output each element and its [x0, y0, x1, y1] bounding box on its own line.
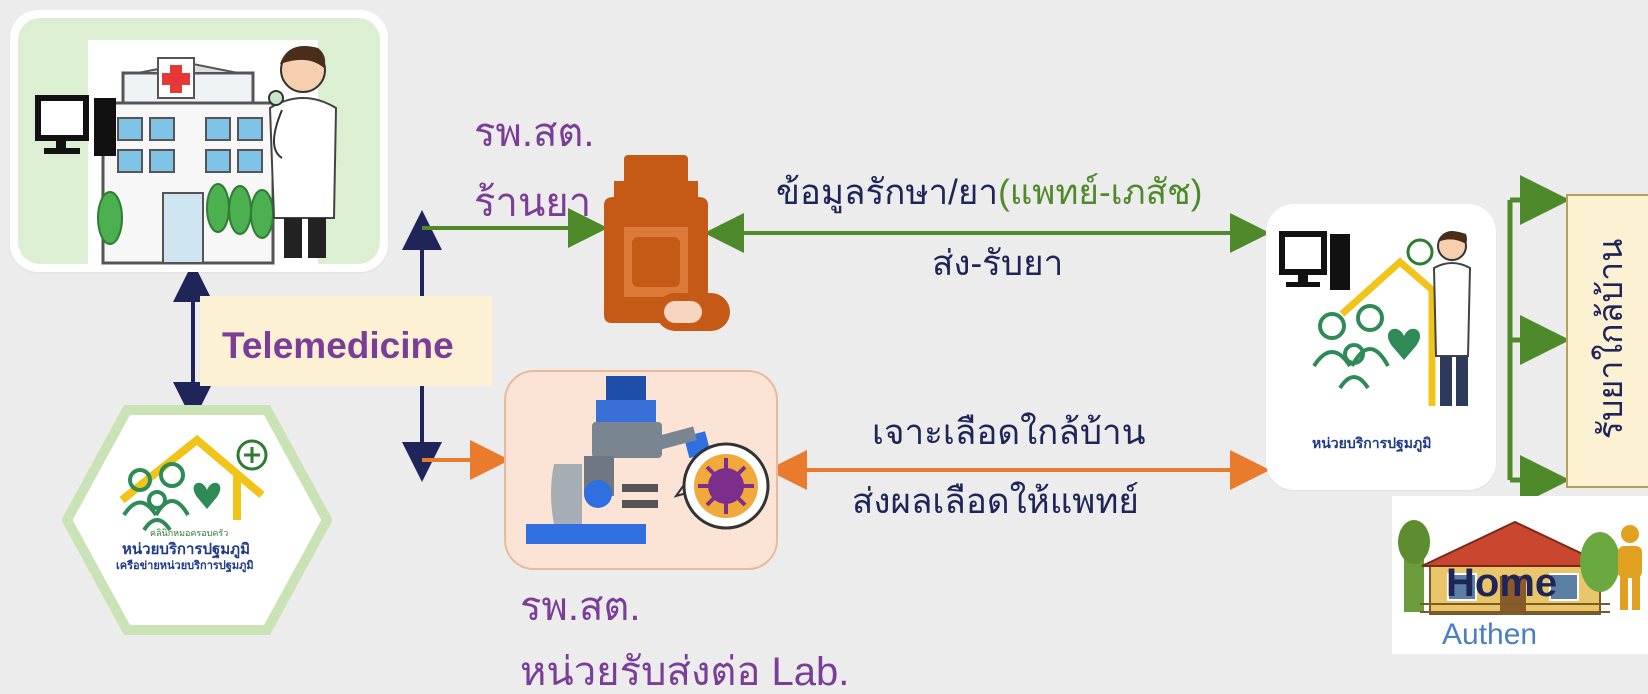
doctor-icon [268, 46, 338, 258]
person-icon [1618, 525, 1642, 610]
home-label: Home [1446, 561, 1558, 605]
pcu-right-icon [1279, 231, 1472, 406]
pcu-logo-small-text: คลินิกหมอครอบครัว [150, 528, 229, 538]
pickup-near-home-label: รับยาใกล้บ้าน [1592, 238, 1630, 440]
medicine-bottle-icon [604, 155, 730, 331]
telemedicine-label: Telemedicine [222, 325, 454, 366]
pcu-logo-main-text: หน่วยบริการปฐมภูมิ [122, 541, 250, 558]
computer-icon [35, 95, 116, 156]
pcu-logo-icon [61, 405, 333, 635]
rpst-pharmacy-line1: รพ.สต. [474, 111, 595, 155]
send-receive-drug-label: ส่ง-รับยา [932, 244, 1064, 283]
send-results-label: ส่งผลเลือดให้แพทย์ [852, 482, 1139, 521]
rpst-pharmacy-line2: ร้านยา [474, 181, 592, 225]
pcu-right-logo-text: หน่วยบริการปฐมภูมิ [1312, 435, 1432, 451]
telemedicine-box [200, 296, 492, 386]
doctor-icon-right [1432, 231, 1472, 406]
hospital-card [10, 10, 388, 272]
rpst-lab-line1: รพ.สต. [520, 585, 641, 629]
data-line-main-text: ข้อมูลรักษา/ยา [776, 173, 999, 212]
blood-draw-label: เจาะเลือดใกล้บ้าน [872, 413, 1146, 452]
house-icon [1398, 520, 1620, 615]
pcu-logo-sub-text: เครือข่ายหน่วยบริการปฐมภูมิ [116, 560, 254, 572]
pickup-near-home-box [1566, 194, 1648, 488]
authen-label: Authen [1442, 618, 1538, 651]
hospital-icon [35, 40, 338, 270]
microscope-icon [526, 376, 770, 544]
data-line-sub-text: (แพทย์-เภสัช) [998, 173, 1203, 212]
rpst-lab-line2: หน่วยรับส่งต่อ Lab. [520, 650, 850, 694]
data-line-main: ข้อมูลรักษา/ยา(แพทย์-เภสัช) [776, 175, 1202, 210]
